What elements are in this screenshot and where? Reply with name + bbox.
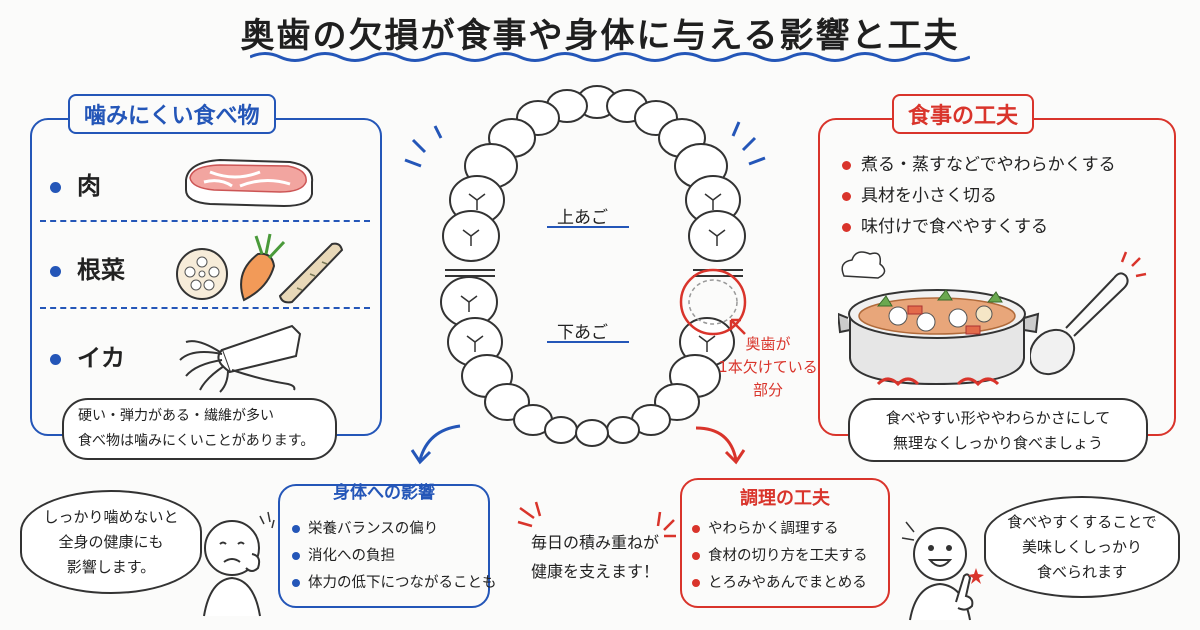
motto-line: 毎日の積み重ねが — [530, 533, 659, 552]
body-effect-item: 栄養バランスの偏り — [292, 516, 497, 543]
bullet-dot — [292, 525, 300, 533]
cooking-tip-item: とろみやあんでまとめる — [692, 570, 868, 597]
dental-arch-diagram — [404, 85, 766, 447]
meat-icon — [185, 158, 314, 208]
missing-label-line: 1本欠けている — [718, 358, 818, 376]
cooking-tip-text: 食材の切り方を工夫する — [708, 548, 868, 564]
bullet-dot — [692, 525, 700, 533]
food-label-meat: 肉 — [77, 172, 101, 200]
body-effect-item: 消化への負担 — [292, 543, 497, 570]
page-title: 奥歯の欠損が食事や身体に与える影響と工夫 — [240, 16, 960, 56]
motto-line: 健康を支えます！ — [530, 562, 659, 581]
meal-tip-item: 味付けで食べやすくする — [842, 212, 1116, 243]
note-line: 無理なくしっかり食べましょう — [892, 434, 1103, 452]
bubble-line: 美味しくしっかり — [1021, 537, 1142, 556]
body-effect-item: 体力の低下につながることも — [292, 570, 497, 597]
bubble-line: 食べられます — [1036, 562, 1127, 581]
food-label-root-veg: 根菜 — [77, 256, 125, 284]
lower-jaw-underline — [547, 341, 629, 343]
food-item-squid: イカ — [50, 338, 125, 373]
note-line: 食べやすい形ややわらかさにして — [885, 409, 1111, 427]
note-line: 硬い・弾力がある・繊維が多い — [78, 408, 274, 424]
hard-foods-note: 硬い・弾力がある・繊維が多い 食べ物は噛みにくいことがあります。 — [62, 398, 337, 460]
food-label-squid: イカ — [77, 344, 125, 372]
food-item-meat: 肉 — [50, 166, 101, 201]
right-speech-bubble: 食べやすくすることで 美味しくしっかり 食べられます — [984, 496, 1180, 598]
root-vegetables-icon — [176, 233, 344, 304]
arrow-to-body-effects — [410, 424, 461, 465]
bullet-dot — [50, 353, 61, 365]
missing-tooth-label: 奥歯が 1本欠けている 部分 — [718, 333, 818, 402]
title-underline-wave — [250, 52, 970, 62]
divider — [40, 220, 370, 222]
body-effect-text: 体力の低下につながることも — [308, 575, 497, 591]
worried-person-icon — [203, 511, 275, 617]
missing-label-line: 奥歯が — [745, 335, 791, 353]
missing-label-line: 部分 — [752, 381, 783, 399]
bubble-line: 食べやすくすることで — [1007, 512, 1157, 531]
meal-tip-text: 味付けで食べやすくする — [861, 217, 1048, 237]
cooking-tip-item: 食材の切り方を工夫する — [692, 543, 868, 570]
body-effects-list: 栄養バランスの偏り 消化への負担 体力の低下につながることも — [292, 516, 497, 597]
cooking-tips-panel — [680, 478, 890, 608]
squid-icon — [179, 324, 302, 393]
bubble-line: 全身の健康にも — [58, 532, 164, 551]
body-effect-text: 消化への負担 — [308, 548, 395, 564]
left-speech-bubble: しっかり噛めないと 全身の健康にも 影響します。 — [20, 490, 202, 594]
bullet-dot — [50, 181, 61, 193]
bubble-line: しっかり噛めないと — [43, 507, 179, 526]
spoon-icon — [1030, 251, 1147, 376]
meal-tip-item: 煮る・蒸すなどでやわらかくする — [842, 150, 1116, 181]
sparkle-marks-right — [656, 511, 676, 538]
meal-tips-heading: 食事の工夫 — [892, 94, 1035, 134]
motto-text: 毎日の積み重ねが 健康を支えます！ — [520, 528, 670, 586]
arrow-to-cooking-tips — [695, 426, 746, 465]
bullet-dot — [292, 552, 300, 560]
body-effect-text: 栄養バランスの偏り — [308, 521, 439, 537]
cooking-tips-heading: 調理の工夫 — [740, 488, 830, 509]
sparkle-marks-left — [517, 501, 542, 528]
bullet-dot — [842, 191, 851, 201]
upper-jaw-label: 上あご — [557, 208, 608, 228]
bubble-line: 影響します。 — [66, 557, 156, 576]
meal-tip-item: 具材を小さく切る — [842, 181, 1116, 212]
happy-person-icon — [901, 521, 984, 621]
meal-tip-text: 具材を小さく切る — [861, 186, 997, 206]
bullet-dot — [50, 265, 61, 277]
upper-jaw-underline — [547, 226, 629, 228]
bullet-dot — [692, 552, 700, 560]
bullet-dot — [842, 160, 851, 170]
body-effects-panel — [278, 484, 490, 608]
lower-jaw-label: 下あご — [557, 323, 608, 343]
hard-foods-heading: 噛みにくい食べ物 — [68, 94, 276, 134]
bullet-dot — [842, 222, 851, 232]
meal-tip-text: 煮る・蒸すなどでやわらかくする — [861, 155, 1116, 175]
body-effects-heading: 身体への影響 — [333, 483, 435, 503]
cooking-tip-text: とろみやあんでまとめる — [708, 575, 867, 591]
bullet-dot — [692, 579, 700, 587]
cooking-tips-list: やわらかく調理する 食材の切り方を工夫する とろみやあんでまとめる — [692, 516, 868, 597]
note-line: 食べ物は噛みにくいことがあります。 — [78, 433, 315, 449]
meal-tips-list: 煮る・蒸すなどでやわらかくする 具材を小さく切る 味付けで食べやすくする — [842, 150, 1116, 243]
food-item-root-vegetables: 根菜 — [50, 250, 125, 285]
divider — [40, 307, 370, 309]
bullet-dot — [292, 579, 300, 587]
cooking-tip-item: やわらかく調理する — [692, 516, 868, 543]
cooking-tip-text: やわらかく調理する — [708, 521, 839, 537]
hot-pot-icon — [838, 251, 1040, 387]
meal-tips-note: 食べやすい形ややわらかさにして 無理なくしっかり食べましょう — [848, 398, 1148, 462]
